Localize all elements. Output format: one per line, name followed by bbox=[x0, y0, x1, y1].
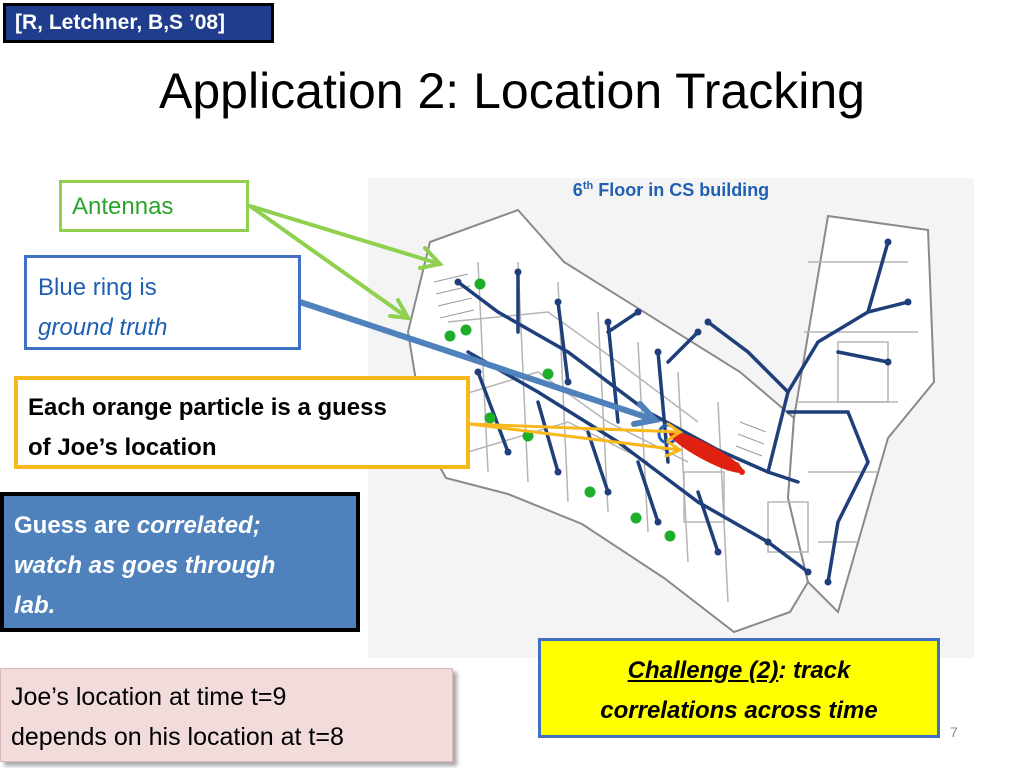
map-caption: 6th Floor in CS building bbox=[572, 180, 770, 200]
correlated-callout: Guess are correlated; watch as goes thro… bbox=[0, 492, 360, 632]
antennas-callout: Antennas bbox=[59, 180, 249, 232]
ground-truth-line1: Blue ring is bbox=[38, 274, 157, 301]
joe-location-note: Joe’s location at time t=9 depends on hi… bbox=[0, 668, 453, 762]
ground-truth-callout: Blue ring is ground truth bbox=[24, 255, 301, 350]
challenge-box: Challenge (2): track correlations across… bbox=[538, 638, 940, 738]
slide-title: Application 2: Location Tracking bbox=[159, 63, 865, 119]
particle-line1: Each orange particle is a guess bbox=[28, 394, 387, 421]
stairs bbox=[433, 273, 767, 457]
particle-line2: of Joe’s location bbox=[28, 434, 217, 461]
joe-line2: depends on his location at t=8 bbox=[11, 723, 344, 751]
correlated-line2: watch as goes through bbox=[14, 552, 276, 579]
correlated-line3: lab. bbox=[14, 592, 56, 619]
joe-line1: Joe’s location at time t=9 bbox=[11, 683, 287, 711]
page-number: 7 bbox=[950, 724, 958, 740]
challenge-line2: correlations across time bbox=[600, 697, 878, 724]
correlated-line1: Guess are correlated; bbox=[14, 512, 261, 539]
particle-callout: Each orange particle is a guess of Joe’s… bbox=[14, 376, 470, 469]
ground-truth-line2: ground truth bbox=[38, 314, 168, 341]
challenge-line1: Challenge (2): track bbox=[627, 657, 851, 684]
citation-label: [R, Letchner, B,S ’08] bbox=[3, 3, 274, 43]
